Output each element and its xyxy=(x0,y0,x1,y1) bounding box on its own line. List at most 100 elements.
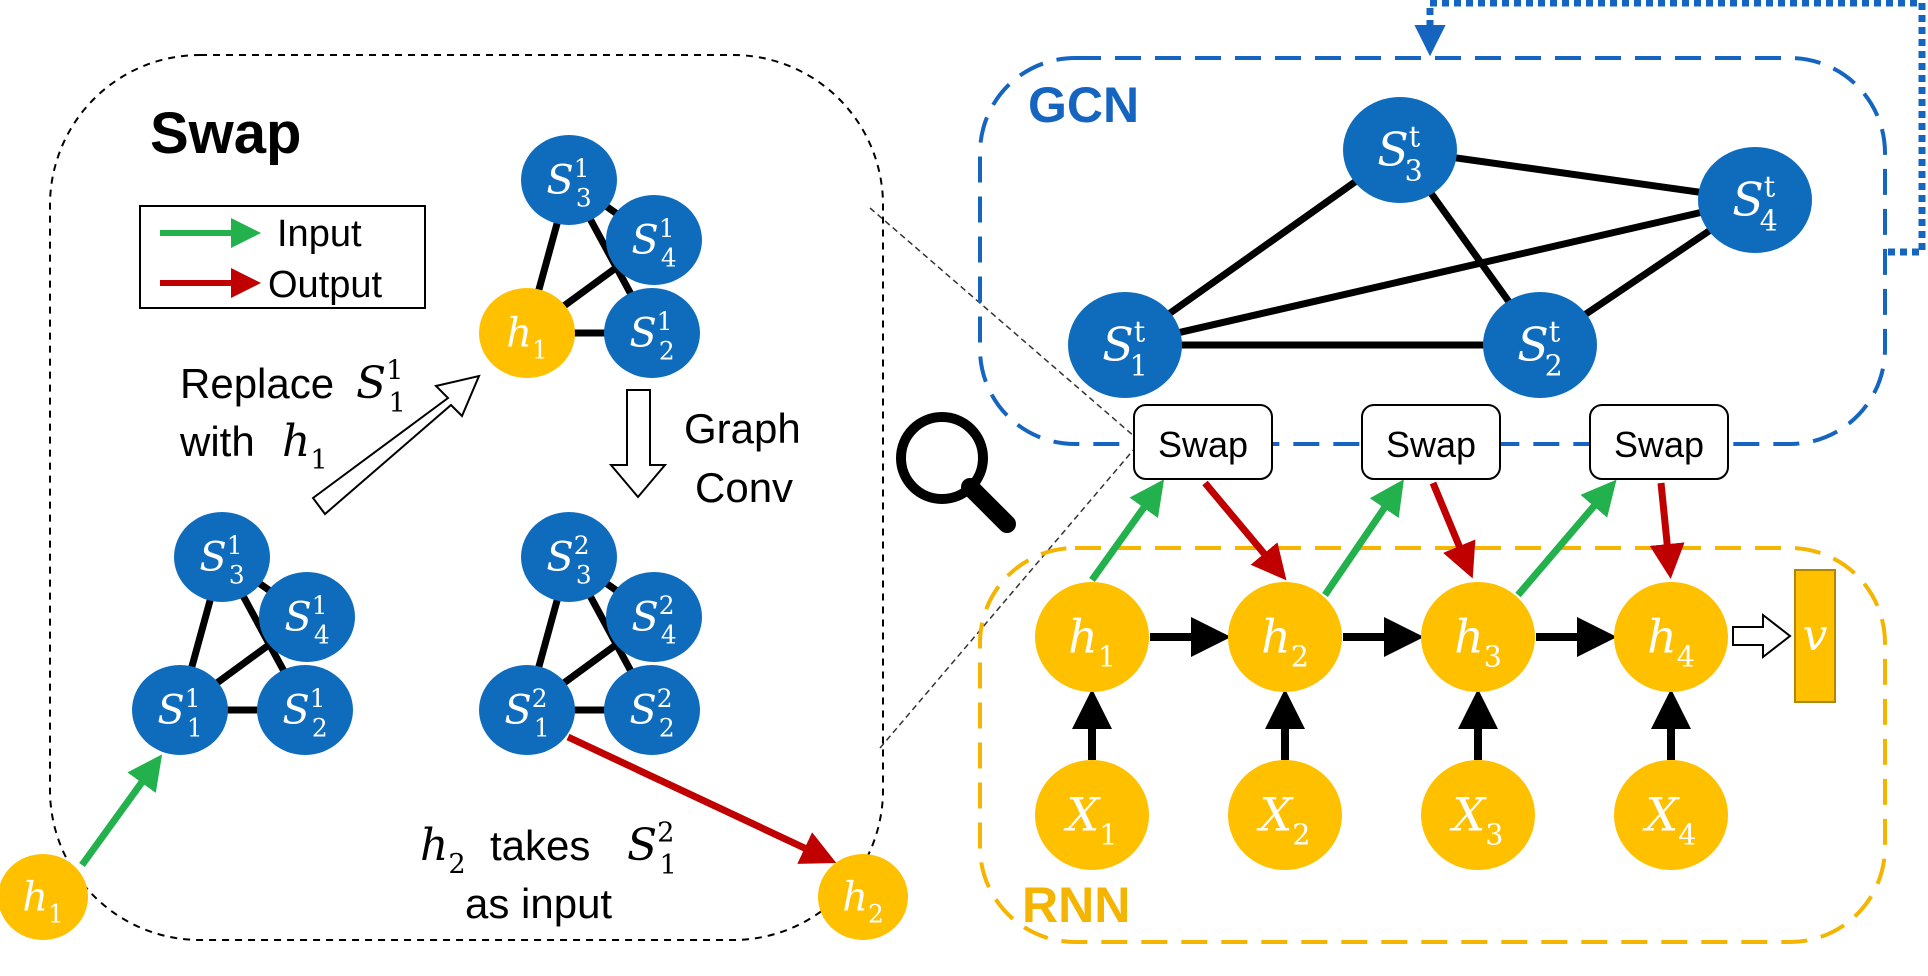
legend-output-label: Output xyxy=(268,264,383,306)
gcn-node-s2-shape xyxy=(1483,292,1597,398)
rnn-node-h3-label: h3 xyxy=(1454,610,1502,674)
gcn-node-s1-shape xyxy=(1068,292,1182,398)
swap-out-arrow-1 xyxy=(1202,480,1287,581)
swap-in-arrow-3 xyxy=(1515,479,1617,598)
replace-symbol-h1: h1 xyxy=(282,416,328,476)
rnn-node-h1-label: h1 xyxy=(1068,610,1116,674)
swap-box-2: Swap xyxy=(1361,404,1501,480)
replace-text-line1: Replace xyxy=(180,360,334,407)
rnn-panel-title: RNN xyxy=(1022,877,1130,933)
rnn-node-h2: h2 xyxy=(1228,582,1342,692)
swap-panel-border xyxy=(49,54,884,941)
rnn-node-x1: X1 xyxy=(1035,760,1149,870)
rnn-node-x3: X3 xyxy=(1421,760,1535,870)
swap-in-arrow-2 xyxy=(1322,479,1404,597)
swap-out-arrow-3 xyxy=(1649,482,1685,579)
rnn-node-x1-shape xyxy=(1035,760,1149,870)
gcn-edge-1-3 xyxy=(1122,147,1403,348)
feedback-loop-line xyxy=(1414,0,1926,256)
graph-replaced-node-h1-shape xyxy=(479,288,575,378)
graph-before-node-s4-shape xyxy=(259,572,355,662)
swap-node-h2-output-shape xyxy=(818,854,908,940)
gcn-edge-1-4 xyxy=(1124,196,1756,349)
swap-node-h1-input-shape xyxy=(0,854,88,940)
rnn-node-h1: h1 xyxy=(1035,582,1149,692)
output-vector-v: v xyxy=(1794,569,1836,703)
graph-conv-label-1: Graph xyxy=(684,405,801,452)
graph-replaced-node-s2-shape xyxy=(604,288,700,378)
rnn-node-h4-shape xyxy=(1614,582,1728,692)
rnn-node-x4: X4 xyxy=(1614,760,1728,870)
graph-replaced-node-h1: h1 xyxy=(479,288,575,378)
takes-text-line2: as input xyxy=(465,880,612,927)
graph-conv-label-2: Conv xyxy=(695,464,793,511)
swap-box-1-label: Swap xyxy=(1158,424,1248,465)
rnn-node-x3-shape xyxy=(1421,760,1535,870)
swap-node-h1-input: h1 xyxy=(0,854,88,940)
graph-after-node-s2-shape xyxy=(604,665,700,755)
gcn-node-s4-shape xyxy=(1698,147,1812,253)
gcn-node-s3-shape xyxy=(1343,97,1457,203)
takes-symbol-h2: h2 xyxy=(420,820,466,880)
rnn-node-h2-shape xyxy=(1228,582,1342,692)
rnn-node-h2-label: h2 xyxy=(1261,610,1309,674)
swap-out-arrow-2 xyxy=(1429,481,1476,579)
swap-box-3-label: Swap xyxy=(1614,424,1704,465)
rnn-panel-border xyxy=(978,546,1887,944)
rnn-node-x2-label: X2 xyxy=(1257,788,1311,852)
swap-node-h2-output: h2 xyxy=(818,854,908,940)
graph-after-node-s4-shape xyxy=(606,572,702,662)
swap-panel-title: Swap xyxy=(150,101,302,166)
legend-input-label: Input xyxy=(277,213,362,255)
graph-after-node-s3-shape xyxy=(521,512,617,602)
swap-box-3: Swap xyxy=(1589,404,1729,480)
replace-text-line2: with xyxy=(179,418,255,465)
swap-in-arrow-1 xyxy=(1089,479,1165,583)
graph-before-node-s1-shape xyxy=(132,665,228,755)
swap-box-1: Swap xyxy=(1133,404,1273,480)
swap-box-3-shape xyxy=(1589,404,1729,480)
rnn-node-x2: X2 xyxy=(1228,760,1342,870)
graph-after-node-s1-shape xyxy=(479,665,575,755)
rnn-node-x4-label: X4 xyxy=(1643,788,1697,852)
rnn-node-x3-label: X3 xyxy=(1450,788,1504,852)
graph-replaced-node-h1-label: h1 xyxy=(506,311,548,365)
graph-before-node-s3-shape xyxy=(174,512,270,602)
swap-box-1-shape xyxy=(1133,404,1273,480)
graph-replaced-node-s4-shape xyxy=(606,195,702,285)
rnn-node-h1-shape xyxy=(1035,582,1149,692)
output-vector-v-label: v xyxy=(1803,610,1828,661)
zoom-line-bottom xyxy=(879,447,1136,749)
rnn-node-h4: h4 xyxy=(1614,582,1728,692)
graph-conv-hollow-arrow xyxy=(608,389,668,499)
